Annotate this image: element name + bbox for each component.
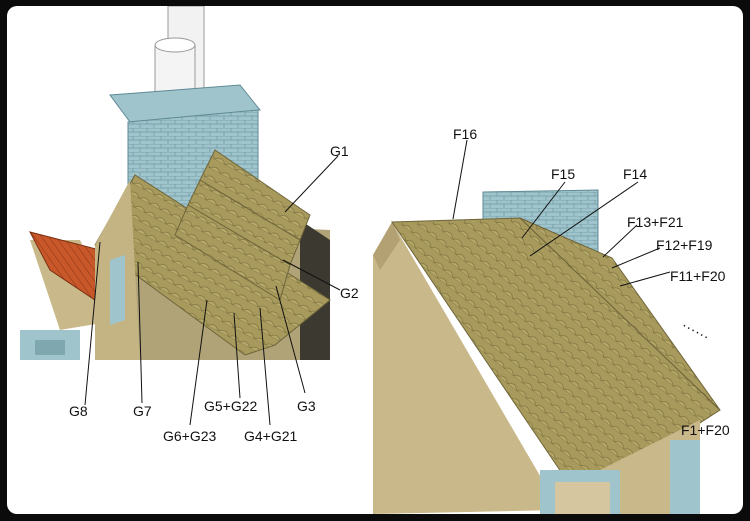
right-roof-scene	[373, 189, 721, 514]
label-g7: G7	[133, 403, 152, 419]
label-g8: G8	[69, 403, 88, 419]
upper-shingle-strips	[174, 149, 311, 301]
label-f15: F15	[551, 166, 576, 182]
right-gable-wall	[373, 222, 560, 514]
label-g2: G2	[340, 285, 359, 301]
label-f13-f21: F13+F21	[627, 214, 684, 230]
label-f14: F14	[623, 166, 648, 182]
illustration-canvas	[20, 6, 721, 514]
label-f12-f19: F12+F19	[656, 237, 713, 253]
label-g3: G3	[297, 398, 316, 414]
label-g4-g21: G4+G21	[244, 428, 298, 444]
label-f11-f20: F11+F20	[670, 268, 726, 284]
left-window	[110, 255, 125, 325]
label-f1-f20: F1+F20	[681, 422, 730, 438]
left-roof-scene	[20, 6, 331, 360]
label-f16: F16	[453, 126, 478, 142]
label-g1: G1	[330, 143, 349, 159]
label-g5-g22: G5+G22	[204, 398, 258, 414]
label-g6-g23: G6+G23	[163, 428, 217, 444]
diagram-frame: G1 G2 G3 G4+G21 G5+G22 G6+G23 G7 G8 F16 …	[7, 6, 743, 514]
leader-lines	[84, 139, 671, 426]
